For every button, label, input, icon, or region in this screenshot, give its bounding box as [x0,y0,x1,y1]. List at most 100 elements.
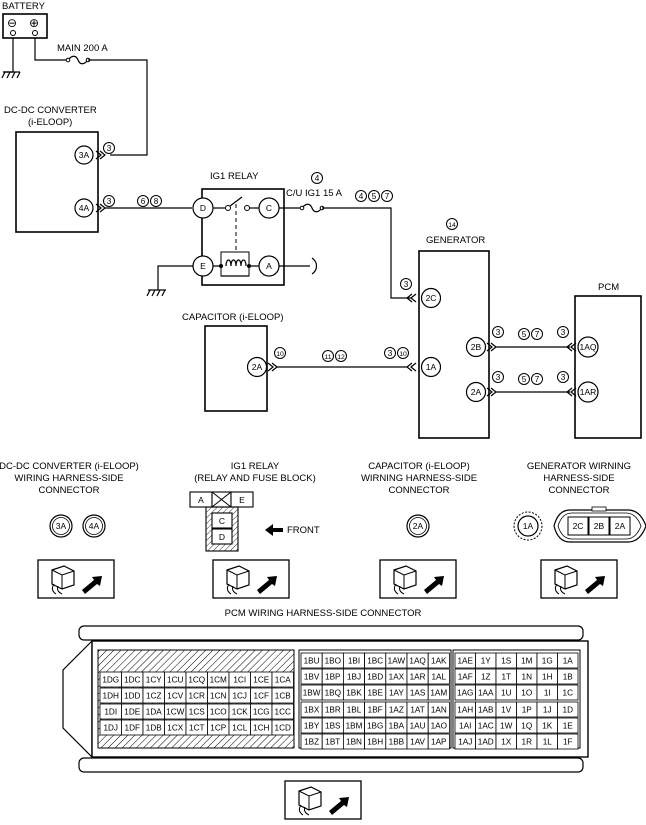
pcm-connector-title: PCM WIRING HARNESS-SIDE CONNECTOR [225,608,422,619]
terminal-pcm-1ar: 1AR [577,381,599,403]
pcm-pin-label: 1BO [325,657,341,666]
pcm-pin-label: 1J [543,706,552,715]
pcm-pin-label: 1CL [232,724,247,733]
pcm-pin-label: 1BW [303,689,321,698]
circuit-number: 3 [107,144,112,153]
pcm-pin-label: 1CE [253,676,269,685]
relay-pin-e: E [192,255,214,277]
relay-pin-a: A [258,255,280,277]
generator-connector-caption: GENERATOR WIRNING HARNESS-SIDE CONNECTOR [527,461,631,496]
svg-text:1A: 1A [426,362,437,372]
circuit-number: 7 [535,330,540,339]
pcm-pin-label: 1BC [367,657,383,666]
pcm-pin-label: 1BS [325,722,341,731]
capacitor-label: CAPACITOR (i-ELOOP) [182,312,284,323]
ground-icon [1,38,21,79]
circuit-numbers-generator-2b: 3 [492,326,504,338]
circuit-number: 3 [388,349,393,358]
pcm-pin-label: 1BF [368,706,383,715]
ig1-relay-socket: A E C D [189,491,254,552]
pcm-pin-label: 1DB [146,724,162,733]
pcm-pin-label: 1AH [457,706,473,715]
circuit-number-circle [335,350,347,362]
circuit-number: 8 [154,197,159,206]
pcm-pin-label: 1N [522,673,533,682]
svg-text:4A: 4A [79,203,90,213]
pcm-box [574,295,642,439]
pcm-pin-label: 1AQ [409,657,425,666]
dcdc-connector-pin-4a: 4A [82,514,106,538]
circuit-number-circle [368,190,380,202]
dcdc-connector-pin-3a: 3A [49,514,73,538]
terminal-capacitor-2a: 2A [246,356,268,378]
pcm-pin-label: 1BD [367,673,383,682]
pcm-pin-label: 1B [563,673,574,682]
svg-text:2C: 2C [573,521,584,531]
pcm-pin-label: 1CH [253,724,269,733]
generator-connector-pin-1a: 1A [513,511,543,541]
circuit-number: 4 [359,192,364,201]
pcm-pin-cell [427,668,450,685]
pcm-pin-label: 1DC [124,676,140,685]
pcm-pin-label: 1CI [233,676,246,685]
circuit-numbers-capacitor: 10 [274,347,286,359]
pcm-pin-label: 1AP [431,738,447,747]
cu-ig1-fuse-label: C/U IG1 15 A [286,188,343,199]
svg-text:2B: 2B [471,342,482,352]
terminal-generator-2a: 2A [465,381,487,403]
pcm-pin-label: 1CY [146,676,162,685]
pcm-pin-label: 1AE [458,657,474,666]
svg-text:2A: 2A [413,521,424,531]
pcm-pin-cell [271,703,294,720]
svg-text:2A: 2A [615,521,626,531]
pcm-pin-label: 1AF [458,673,473,682]
circuit-number: 14 [448,222,456,229]
pcm-pin-label: 1AV [410,738,425,747]
connector-orientation-icon [284,780,362,820]
circuit-number: 11 [324,354,331,361]
pcm-pin-label: 1AU [410,722,426,731]
circuit-number: 10 [399,351,407,358]
pcm-pin-label: 1AT [410,706,424,715]
relay-pin-c: C [258,197,280,219]
pcm-pin-label: 1Q [521,722,532,731]
pcm-pin-label: 1DG [102,676,119,685]
pcm-pin-label: 1BU [304,657,320,666]
circuit-number: 3 [561,328,566,337]
pcm-pin-label: 1AY [389,689,404,698]
front-text: FRONT [287,525,320,536]
pcm-pin-label: 1W [500,722,513,731]
circuit-number-circle [103,195,115,207]
pcm-pin-label: 1AB [478,706,494,715]
svg-text:2A: 2A [471,387,482,397]
pcm-pin-label: 1AC [478,722,494,731]
capacitor-connector-caption: CAPACITOR (i-ELOOP) WIRNING HARNESS-SIDE… [361,461,477,496]
pcm-pin-label: 1AJ [458,738,472,747]
svg-text:3A: 3A [56,521,67,531]
pcm-pin-label: 1BN [346,738,362,747]
circuit-number: 7 [385,192,390,201]
pcm-pin-cell [427,701,450,718]
circuit-numbers-pcm-1ar: 3 [557,371,569,383]
battery: BATTERY ⊖ ⊕ [2,1,48,39]
pcm-pin-label: 1BG [367,722,383,731]
pcm-pin-label: 1A [563,657,574,666]
circuit-number: 3 [561,373,566,382]
pcm-pin-cell [557,668,579,685]
ig1-connector-caption: IG1 RELAY (RELAY AND FUSE BLOCK) [194,461,316,484]
pcm-pin-label: 1AZ [389,706,404,715]
pcm-pin-label: 1AI [459,722,471,731]
circuit-number-circle [384,347,396,359]
pcm-pin-label: 1CN [210,692,226,701]
pcm-pin-label: 1P [522,706,533,715]
pcm-pin-label: 1O [521,689,532,698]
pcm-pin-cell [427,652,450,669]
svg-text:CAPACITOR (i-ELOOP): CAPACITOR (i-ELOOP) [368,461,470,472]
svg-text:HARNESS-SIDE: HARNESS-SIDE [543,473,614,484]
pcm-pin-label: 1AL [432,673,447,682]
pcm-pin-label: 1CJ [232,692,247,701]
